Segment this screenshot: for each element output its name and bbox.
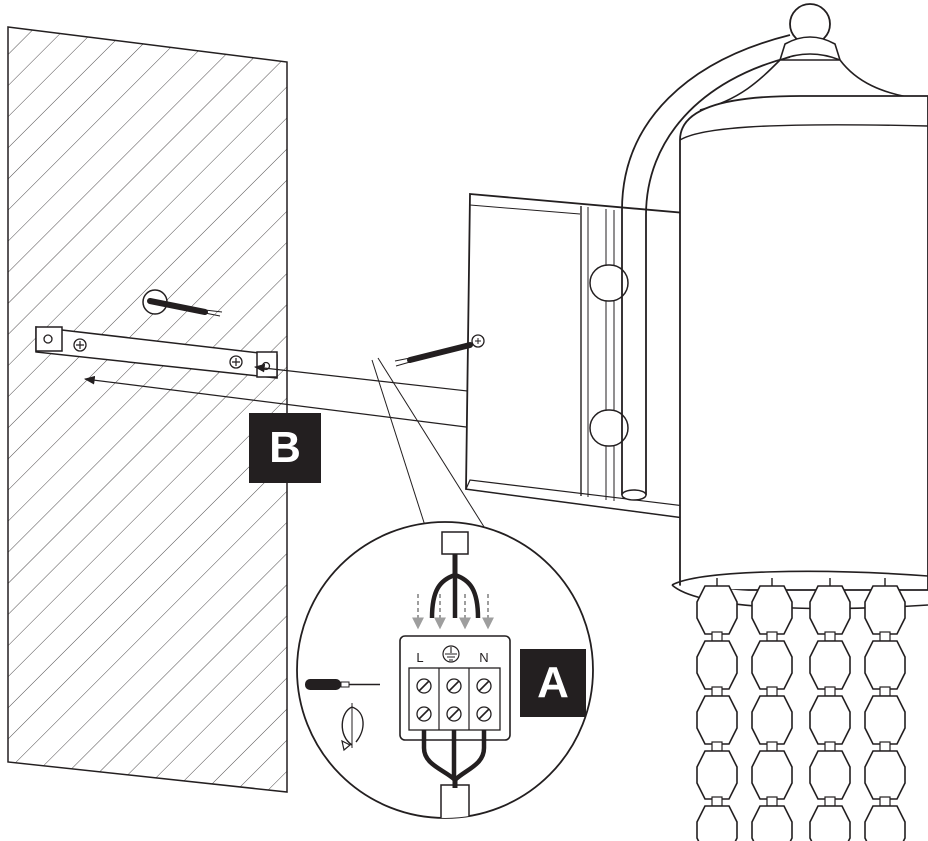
crystal-strand xyxy=(751,578,793,841)
step-label-a: A xyxy=(520,649,586,717)
wiring-detail-circle: L N xyxy=(296,521,594,819)
bracket-screw-left xyxy=(73,338,87,352)
crystal-strands xyxy=(696,578,906,841)
detail-callout-lines xyxy=(371,357,487,536)
crystal-bead xyxy=(751,695,793,745)
crystal-bead xyxy=(751,750,793,800)
terminal-label-live: L xyxy=(416,650,423,665)
lamp-finial xyxy=(699,3,928,111)
terminal-block: L N xyxy=(399,635,511,741)
bracket-screw-right xyxy=(229,355,243,369)
step-label-b: B xyxy=(249,413,321,483)
rotate-clockwise-icon xyxy=(341,703,364,752)
wall-panel xyxy=(7,26,288,793)
crystal-bead xyxy=(696,805,738,841)
crystal-bead xyxy=(809,750,851,800)
crystal-bead xyxy=(696,695,738,745)
crystal-bead xyxy=(864,805,906,841)
lamp-back-plate xyxy=(465,193,686,520)
crystal-strand xyxy=(696,578,738,841)
crystal-bead xyxy=(864,750,906,800)
screwdriver-icon xyxy=(305,679,380,690)
plate-screw-icon xyxy=(471,334,485,348)
lamp-shade xyxy=(671,95,928,610)
crystal-bead xyxy=(864,695,906,745)
crystal-bead xyxy=(809,695,851,745)
crystal-bead xyxy=(809,585,851,635)
lamp-arm xyxy=(621,34,791,501)
crystal-strand xyxy=(864,578,906,841)
crystal-bead xyxy=(751,805,793,841)
crystal-bead xyxy=(809,805,851,841)
terminal-label-neutral: N xyxy=(479,650,488,665)
crystal-bead xyxy=(751,640,793,690)
crystal-bead xyxy=(751,585,793,635)
crystal-bead xyxy=(864,640,906,690)
crystal-bead xyxy=(696,640,738,690)
mounting-bracket xyxy=(35,326,278,379)
crystal-bead xyxy=(696,750,738,800)
crystal-bead xyxy=(696,585,738,635)
crystal-bead xyxy=(809,640,851,690)
crystal-strand xyxy=(809,578,851,841)
wall-lamp xyxy=(394,3,928,841)
wall-cable-outlet xyxy=(142,289,223,317)
earth-ground-icon xyxy=(442,645,460,663)
crystal-bead xyxy=(864,585,906,635)
